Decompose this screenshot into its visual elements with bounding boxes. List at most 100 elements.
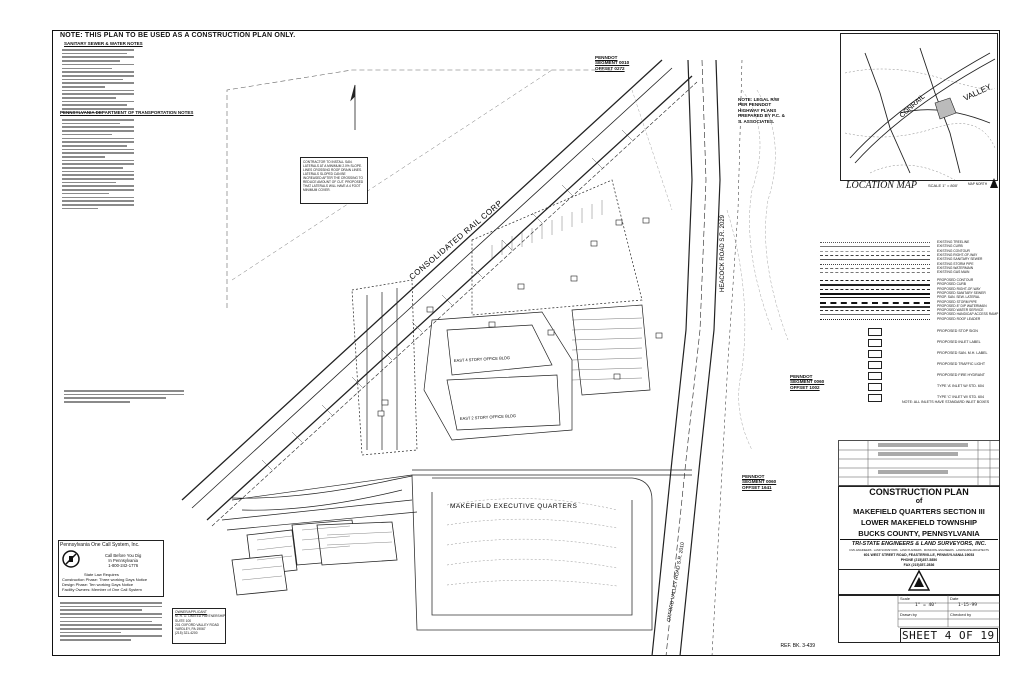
sewer-notes-text (62, 47, 134, 115)
legend-line-sample (820, 284, 930, 287)
no-dig-icon (62, 550, 80, 568)
legend-row: PROPOSED STORM PIPE (820, 300, 1000, 309)
legend-row: EXISTING SANITARY SEWER (820, 257, 1000, 266)
rail-label: CONSOLIDATED RAIL CORP (408, 198, 505, 281)
legend-line-sample (820, 314, 930, 316)
legend-row: PROPOSED HANDICAP ACCESS RAMP (820, 312, 1000, 321)
legend-label: EXISTING SANITARY SEWER (937, 257, 983, 262)
legend-symbol-label: TYPE 'C' INLET W/ STD. 604 (937, 395, 985, 399)
contractor-note: CONTRACTOR TO INSTALL SAN. LATERALS AT A… (300, 157, 368, 204)
legend-label: PROPOSED 8" DIP WATERMAIN (937, 303, 987, 308)
legend-symbol-row: TYPE 'A' INLET W/ STD. 604 (820, 383, 1000, 392)
legend-row: PROPOSED WATER SERVICE (820, 308, 1000, 317)
legend-label: EXISTING WATERMAIN (937, 265, 974, 270)
site-marker (934, 97, 957, 120)
legend-symbol-row: TYPE 'C' INLET W/ STD. 604 (820, 394, 1000, 403)
legend-note: NOTE: ALL INLETS HAVE STANDARD INLET BOX… (902, 400, 990, 404)
call-before-dig: Call Before You Dig (105, 553, 142, 558)
map-north: MAP NORTH (968, 182, 988, 186)
legend-symbol-label: TYPE 'A' INLET W/ STD. 604 (937, 384, 984, 388)
firm-name: TRI-STATE ENGINEERS & LAND SURVEYORS, IN… (851, 541, 987, 547)
legend-symbol-label: PROPOSED TRAFFIC LIGHT (937, 362, 986, 366)
left-note-text (64, 388, 184, 405)
legend-line-sample (820, 318, 930, 320)
penndot-segment-2: PENNDOT SEGMENT 0060 OFFSET 1002 (790, 374, 825, 390)
legend-line-sample (820, 292, 930, 295)
firm-sub: CIVIL ENGINEERS · LAND SURVEYORS · LAND … (849, 549, 989, 552)
legend-symbol-icon (868, 339, 882, 347)
legend-label: EXISTING STORM PIPE (937, 261, 974, 266)
legend-label: PROPOSED RIGHT-OF-WAY (937, 286, 981, 291)
one-call-info: Call Before You Dig In Pennsylvania 1-80… (105, 553, 141, 569)
heacock-road-label: HEACOCK ROAD S.R. 2029 (720, 214, 726, 292)
legend-row: PROPOSED ROOF LEADER (820, 317, 1000, 326)
legend-symbol-label: PROPOSED INLET LABEL (937, 340, 981, 344)
legend-line-sample (820, 242, 930, 243)
owner-box: OWNER/APPLICANT M. R. O. LIMITED PARTNER… (172, 608, 226, 644)
legend-row: EXISTING RIGHT-OF-WAY (820, 253, 1000, 262)
revision-block (838, 440, 1000, 486)
firm-address: 601 WEST STREET ROAD, FEASTERVILLE, PENN… (863, 553, 975, 557)
legend-row: PROPOSED CURB (820, 282, 1000, 291)
owner-addr2: 201 OXFORD VALLEY ROAD (175, 622, 220, 627)
legend-row: PROPOSED SANITARY SEWER (820, 291, 1000, 300)
legend-row: EXISTING WATERMAIN (820, 266, 1000, 275)
bldg2-label: EAST 2 STORY OFFICE BLDG (460, 413, 516, 421)
bottom-notes-text (60, 600, 162, 643)
owner-heading: OWNER/APPLICANT (175, 610, 207, 614)
legend-label: PROP. SAN. SEW. LATERAL (937, 295, 980, 300)
legend-line-sample (820, 310, 930, 312)
legend-symbol-icon (868, 350, 882, 358)
legend-line-sample (820, 246, 930, 248)
one-call-phone: 1-800-242-1776 (108, 563, 139, 569)
township-name: LOWER MAKEFIELD TOWNSHIP (860, 518, 978, 527)
legal-row-note: NOTE: LEGAL R/W PER PENNDOT HIGHWAY PLAN… (738, 97, 785, 124)
legend-line-sample (820, 250, 930, 252)
legend-line-sample (820, 297, 930, 299)
legend-row: EXISTING TREELINE (820, 240, 1000, 249)
project-name: MAKEFIELD QUARTERS SECTION III (853, 507, 985, 516)
location-map-scale: SCALE 1" = 800' (928, 183, 958, 188)
one-call-box (58, 540, 164, 597)
legend-label: PROPOSED WATER SERVICE (937, 308, 984, 313)
legend-symbol-row: PROPOSED SAN. M.H. LABEL (820, 350, 1000, 359)
one-call-title: Pennsylvania One Call System, Inc. (60, 542, 140, 548)
legend-symbol-row: PROPOSED TRAFFIC LIGHT (820, 361, 1000, 370)
legend-symbol-label: PROPOSED STOP SIGN (937, 329, 978, 333)
legend-label: EXISTING GAS MAIN (937, 270, 970, 275)
legend-line-sample (820, 280, 930, 281)
firm-fax: FAX (215)357-2836 (903, 563, 935, 567)
legend-label: EXISTING TREELINE (937, 240, 970, 244)
legend-label: EXISTING CURB (937, 244, 963, 249)
legend-line-sample (820, 267, 930, 269)
penndot-segment-3: PENNDOT SEGMENT 0060 OFFSET 1641 (742, 474, 777, 490)
legend-line-sample (820, 305, 930, 308)
legend-row: EXISTING STORM PIPE (820, 262, 1000, 271)
legend-symbol-label: PROPOSED SAN. M.H. LABEL (937, 351, 988, 355)
legend-row: PROPOSED RIGHT-OF-WAY (820, 287, 1000, 296)
title-block (838, 486, 1000, 578)
legend-label: EXISTING CONTOUR (937, 248, 970, 253)
legend-row: PROP. SAN. SEW. LATERAL (820, 295, 1000, 304)
plan-title: CONSTRUCTION PLAN (869, 487, 969, 497)
legend-line-sample (820, 288, 930, 290)
legend-symbol-icon (868, 361, 882, 369)
legend-label: EXISTING RIGHT-OF-WAY (937, 252, 978, 257)
top-note: NOTE: THIS PLAN TO BE USED AS A CONSTRUC… (60, 32, 296, 39)
legend-symbol-row: PROPOSED STOP SIGN (820, 328, 1000, 337)
one-call-law: State Law Requires Construction Phase: T… (62, 572, 148, 592)
ref-label: REF. BK. 3-439 (781, 643, 816, 649)
date-value: 1-15-99 (958, 603, 977, 608)
site-plan-drawing: CONSOLIDATED RAIL CORP HEACOCK ROAD S.R.… (181, 59, 816, 656)
legend-symbol-row: PROPOSED FIRE HYDRANT (820, 372, 1000, 381)
in-pennsylvania: In Pennsylvania (108, 558, 138, 564)
owner-addr3: YARDLEY, PA 19067 (175, 627, 206, 632)
legend-symbol-icon (868, 372, 882, 380)
checked-label: Checked by (950, 612, 972, 617)
legend-row: EXISTING CURB (820, 244, 1000, 253)
legend-symbol-icon (868, 328, 882, 336)
legend-line-sample (820, 301, 930, 304)
north-arrow-icon (990, 178, 998, 188)
owner-phone: (215) 321-4200 (175, 631, 198, 636)
